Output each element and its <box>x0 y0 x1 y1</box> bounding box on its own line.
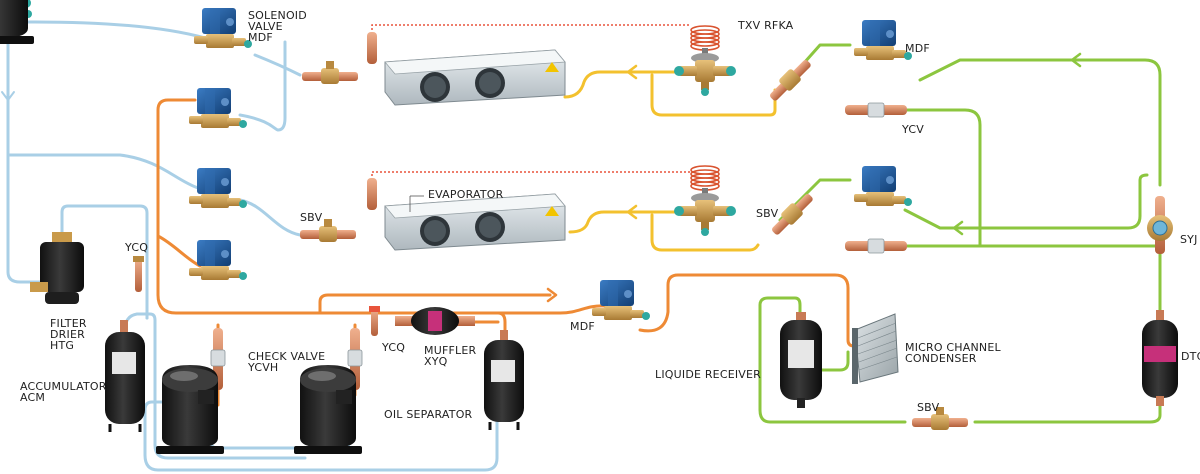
label-sbv-left: SBV <box>300 211 323 224</box>
label-line: MUFFLER <box>424 344 477 357</box>
compressor-icon <box>156 365 224 454</box>
label-muffler: MUFFLER XYQ <box>424 345 476 367</box>
expansion-valve-icon <box>673 165 737 237</box>
label-line: ACM <box>20 391 46 404</box>
label-line: MICRO CHANNEL <box>905 341 1001 354</box>
liquid-lines <box>758 43 1162 424</box>
filter-drier-icon <box>30 232 84 304</box>
label-line: MDF <box>248 31 273 44</box>
solenoid-valve-icon <box>592 280 650 320</box>
label-line: SOLENOID <box>248 9 307 22</box>
label-sbv-bottom: SBV <box>917 401 940 414</box>
label-line: HTG <box>50 339 75 352</box>
label-line: ACCUMULATOR <box>20 380 107 393</box>
label-syj: SYJ <box>1180 233 1198 246</box>
label-mdf-mid: MDF <box>570 320 595 333</box>
label-sbv-mid: SBV <box>756 207 779 220</box>
liquid-receiver-icon <box>780 312 822 408</box>
expansion-lines <box>563 64 777 252</box>
label-line: CHECK VALVE <box>248 350 326 363</box>
label-ycv: YCV <box>902 123 924 136</box>
label-ycq-mid: YCQ <box>382 341 406 354</box>
label-micro-channel: MICRO CHANNEL CONDENSER <box>905 342 1001 364</box>
compressor-icon <box>0 0 34 44</box>
label-check-valve: CHECK VALVE YCVH <box>248 351 325 373</box>
pressure-valve-icon <box>133 256 144 292</box>
muffler-icon <box>395 307 475 335</box>
label-mdf-top: MDF <box>905 42 930 55</box>
solenoid-valve-icon <box>854 20 912 60</box>
compressor-icon <box>294 365 362 454</box>
label-line: DRIER <box>50 328 85 341</box>
expansion-valve-icon <box>673 25 737 97</box>
sight-glass-icon <box>1147 196 1173 254</box>
label-line: VALVE <box>248 20 283 33</box>
ball-valve-icon <box>770 60 811 101</box>
label-line: FILTER <box>50 317 87 330</box>
ball-valve-icon <box>302 61 358 84</box>
label-filter-drier: FILTER DRIER HTG <box>50 318 87 351</box>
check-valve-icon <box>845 102 907 118</box>
label-evaporator: EVAPORATOR <box>428 188 504 201</box>
solenoid-valve-icon <box>189 240 247 280</box>
filter-drier-icon <box>1142 310 1178 406</box>
label-line: XYQ <box>424 355 448 368</box>
label-dtg: DTG <box>1181 350 1200 363</box>
evaporator-icon <box>384 49 566 106</box>
label-oil-separator: OIL SEPARATOR <box>384 408 473 421</box>
solenoid-valve-icon <box>854 166 912 206</box>
label-ycq-left: YCQ <box>125 241 149 254</box>
label-txv: TXV RFKA <box>738 19 794 32</box>
sensing-bulb-icon <box>367 32 377 210</box>
label-line: CONDENSER <box>905 352 977 365</box>
check-valve-icon <box>845 238 907 254</box>
capillary-lines <box>371 24 690 176</box>
label-liquid-receiver: LIQUIDE RECEIVER <box>655 368 762 381</box>
solenoid-valve-icon <box>194 8 252 48</box>
oil-separator-icon <box>484 330 524 430</box>
label-leaders <box>409 195 424 212</box>
label-accumulator: ACCUMULATOR ACM <box>20 381 107 403</box>
solenoid-valve-icon <box>189 88 247 128</box>
pressure-valve-icon <box>369 306 380 336</box>
label-line: YCVH <box>248 361 279 374</box>
condenser-icon <box>852 313 899 384</box>
evaporator-icon <box>384 193 566 251</box>
accumulator-icon <box>105 320 145 432</box>
solenoid-valve-icon <box>189 168 247 208</box>
ball-valve-icon <box>772 194 813 235</box>
label-solenoid-valve: SOLENOID VALVE MDF <box>248 10 307 43</box>
